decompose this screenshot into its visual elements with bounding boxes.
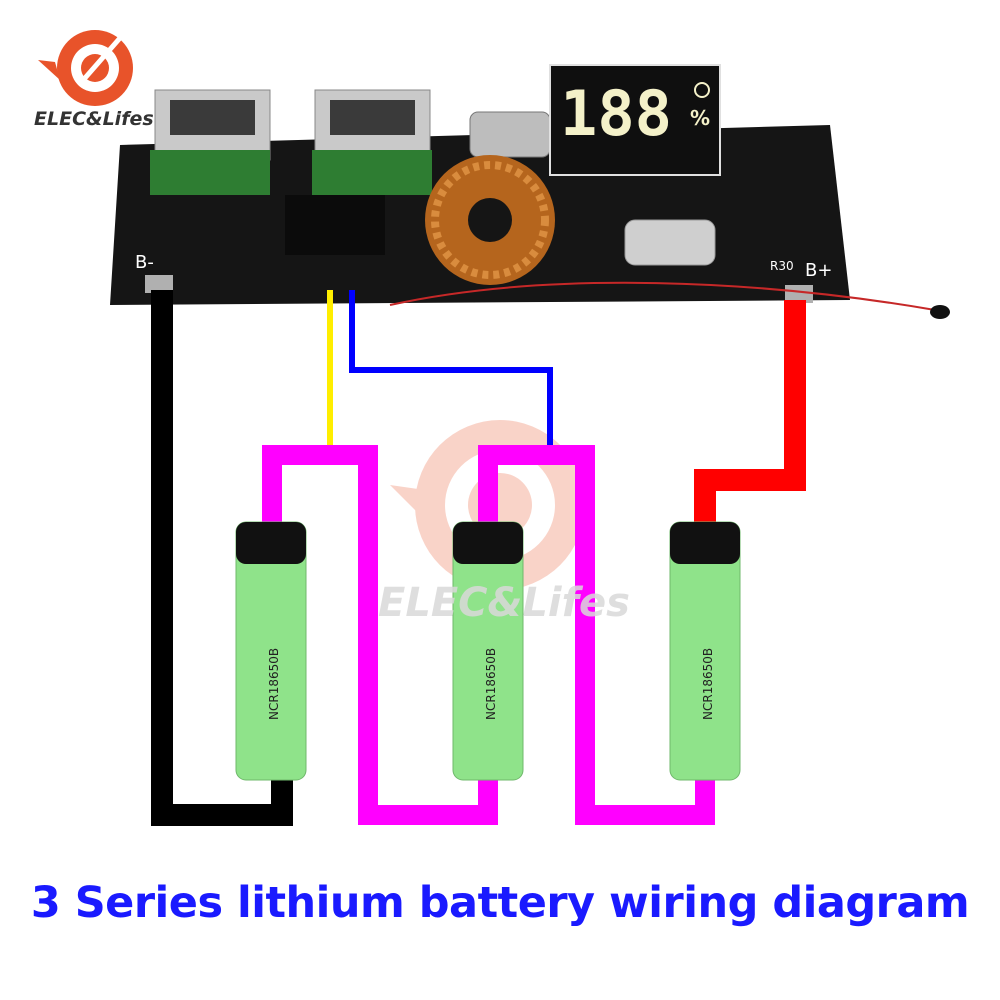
diagram-caption: 3 Series lithium battery wiring diagram <box>30 878 970 928</box>
battery-2: NCR18650B <box>452 521 524 781</box>
pad-b-minus <box>145 275 173 293</box>
wire-balance-2 <box>349 290 553 455</box>
lightning-icon <box>694 82 710 98</box>
usb-port-2 <box>312 89 432 195</box>
battery-2-model: NCR18650B <box>484 648 498 720</box>
watermark-text: ELEC&Lifes <box>378 580 630 626</box>
display-unit: % <box>690 106 710 130</box>
label-b-minus: B- <box>135 252 154 273</box>
capacitor <box>624 219 716 266</box>
battery-1-model: NCR18650B <box>267 648 281 720</box>
led-display: 188 % <box>549 64 721 176</box>
thermistor-wire <box>389 281 936 311</box>
label-b-plus: B+ <box>805 260 832 281</box>
pad-b-plus <box>785 285 813 303</box>
wire-series-link-2 <box>478 445 715 825</box>
usb-port-1 <box>150 89 271 195</box>
logo-arrow <box>38 60 60 80</box>
logo-slash <box>83 36 122 80</box>
thermistor-probe <box>930 305 950 319</box>
battery-3-model: NCR18650B <box>701 648 715 720</box>
usbc-port <box>469 111 551 158</box>
label-r30: R30 <box>770 259 794 273</box>
battery-1: NCR18650B <box>235 521 307 781</box>
display-digits: 188 <box>560 77 672 150</box>
ic-chip <box>285 195 385 255</box>
wire-positive <box>694 300 806 540</box>
wire-negative <box>151 290 293 826</box>
brand-name: ELEC&Lifes <box>34 108 154 130</box>
battery-3: NCR18650B <box>669 521 741 781</box>
brand-logo-icon <box>38 30 133 106</box>
wire-series-link-1 <box>262 445 498 825</box>
pcb-board: 188 % B- B+ R30 <box>110 64 950 319</box>
inductor-coil <box>425 155 555 285</box>
